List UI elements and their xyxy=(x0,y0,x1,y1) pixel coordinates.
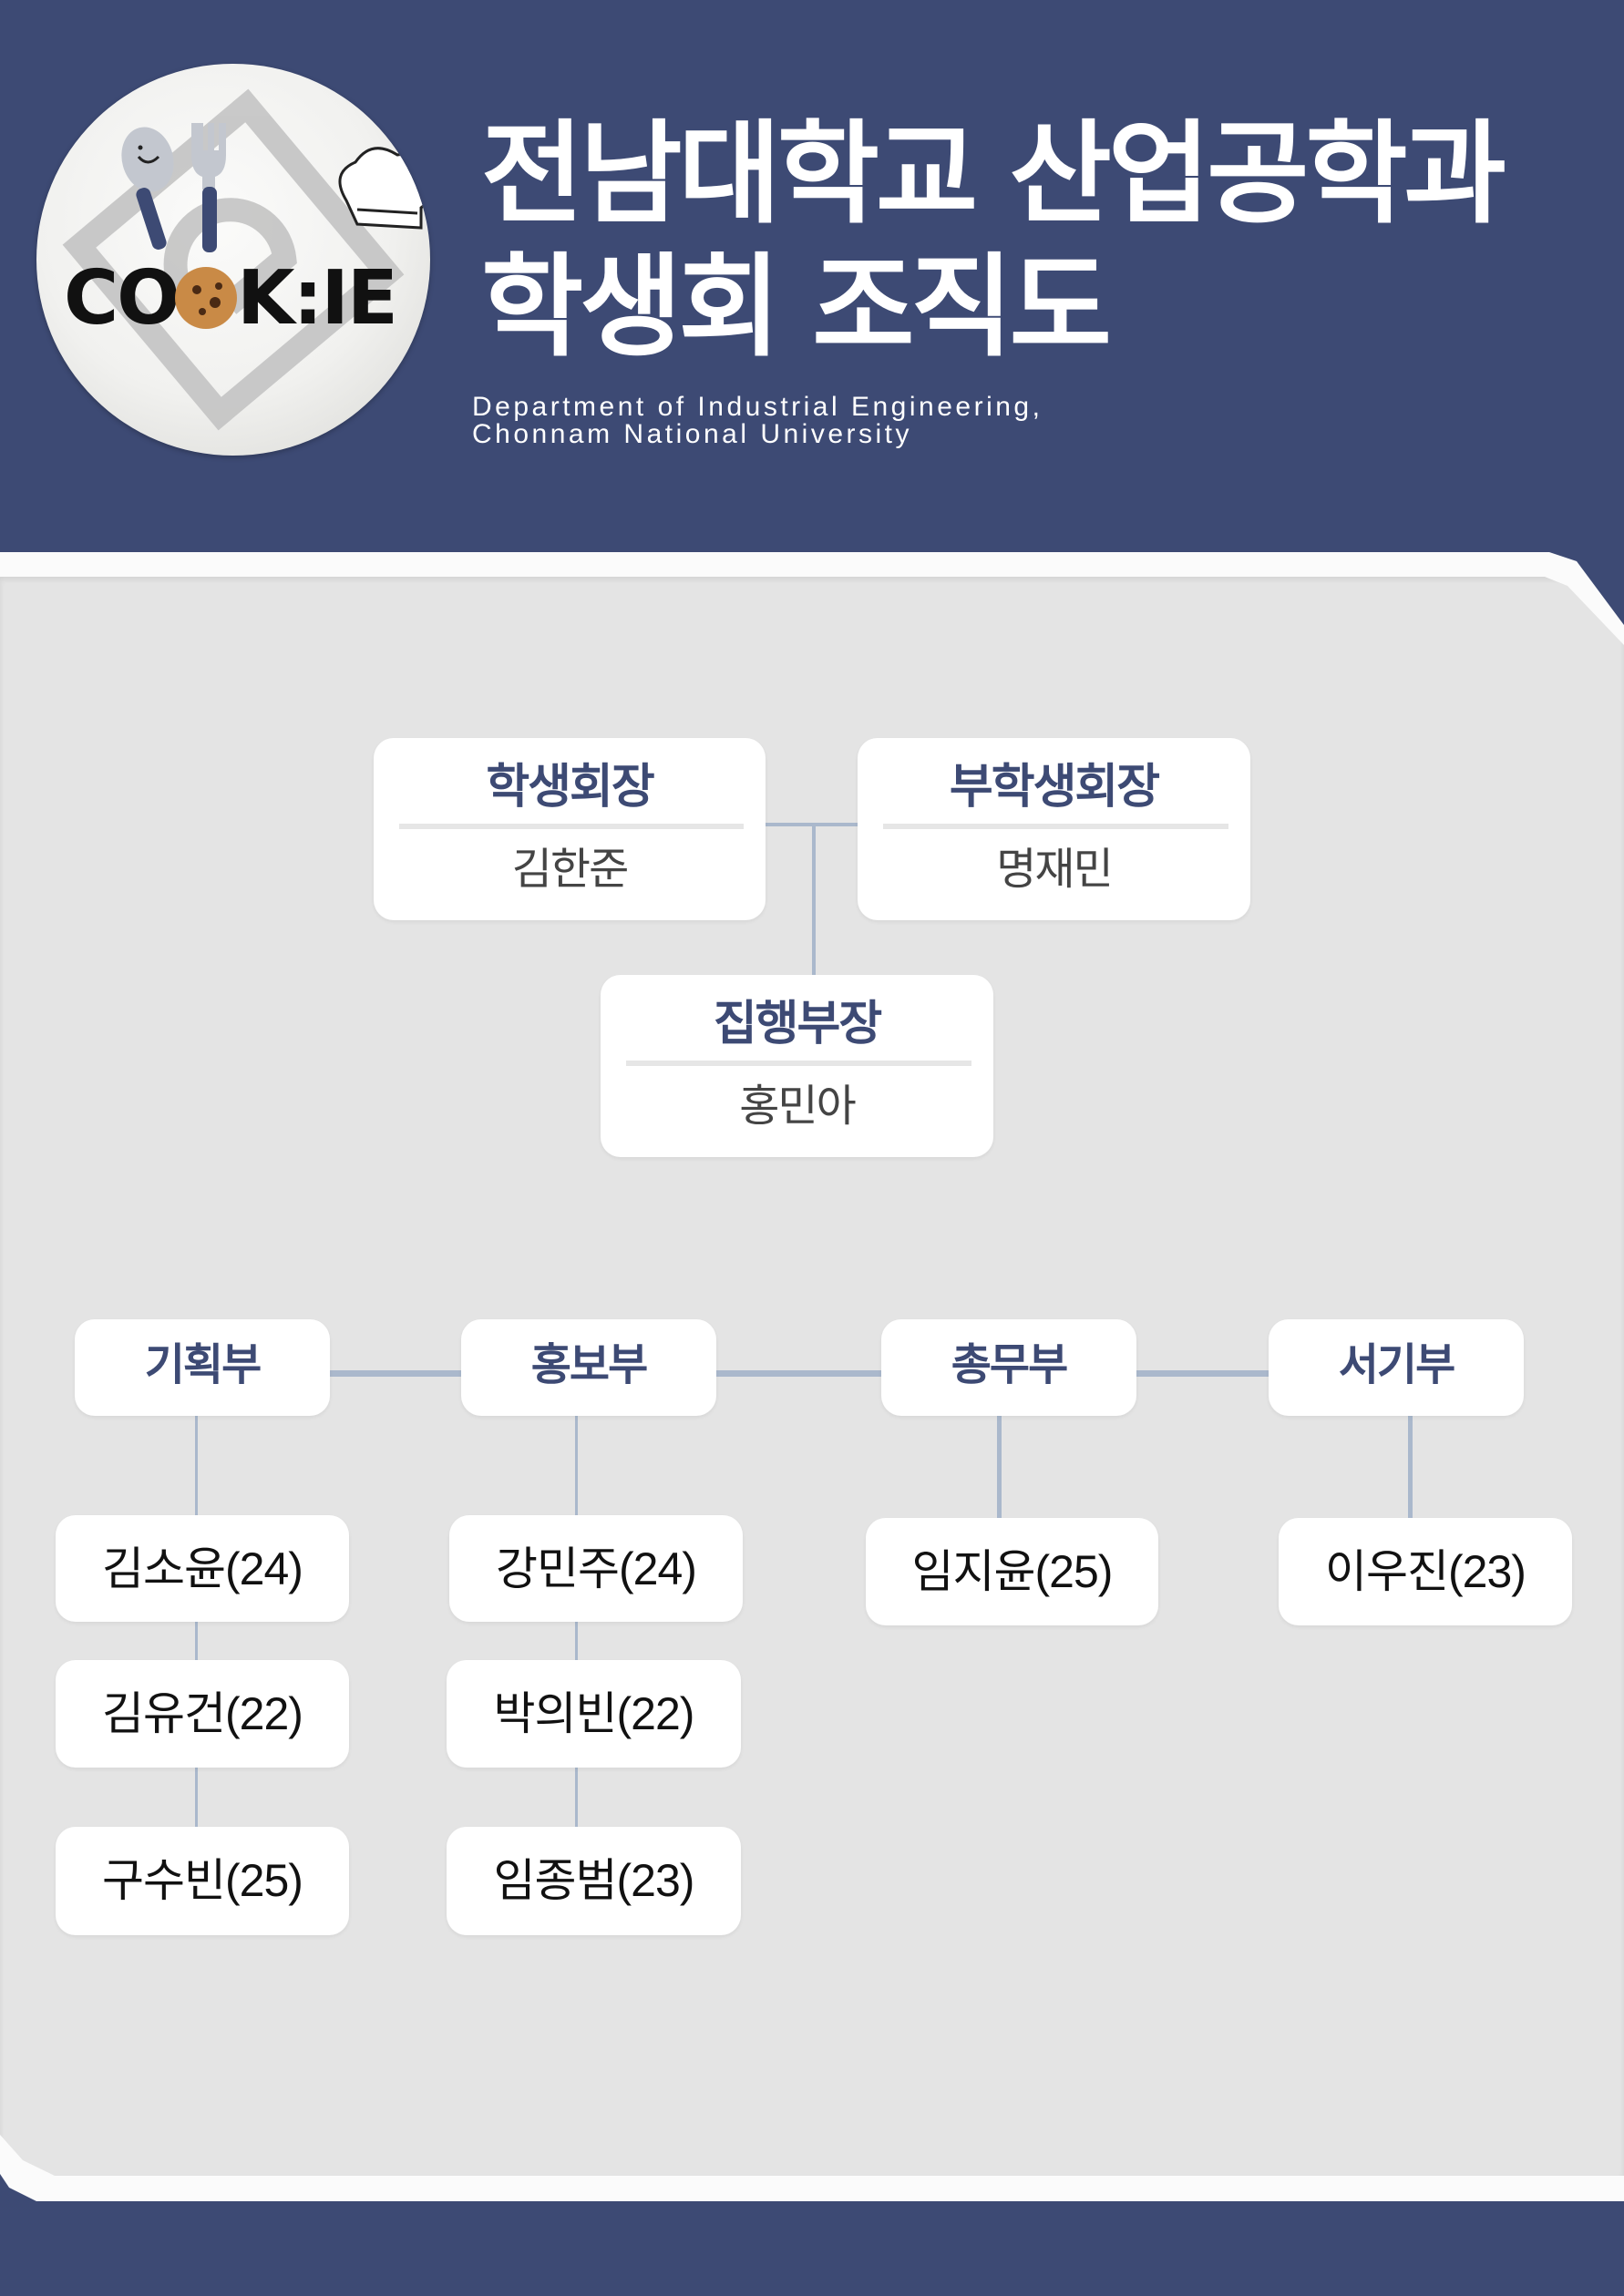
connector-dept-1-2 xyxy=(330,1370,461,1377)
connector-pr-m3 xyxy=(575,1768,578,1827)
member-box: 임지윤(25) xyxy=(866,1518,1158,1625)
page-title: 전남대학교 산업공학과 학생회 조직도 xyxy=(481,108,1506,374)
member-name: 박의빈(22) xyxy=(493,1688,695,1739)
dept-box-secretary: 서기부 xyxy=(1269,1319,1524,1416)
dept-name: 홍보부 xyxy=(530,1339,648,1390)
member-box: 임종범(23) xyxy=(447,1827,741,1935)
page-subtitle: Department of Industrial Engineering, Ch… xyxy=(472,394,1043,448)
role-divider xyxy=(399,824,744,829)
svg-text:CO: CO xyxy=(64,255,179,342)
role-divider xyxy=(883,824,1228,829)
member-name: 구수빈(25) xyxy=(102,1855,303,1906)
connector-general-m1 xyxy=(997,1416,1002,1518)
member-box: 이우진(23) xyxy=(1279,1518,1572,1625)
connector-planning-m3 xyxy=(195,1768,198,1827)
member-box: 구수빈(25) xyxy=(56,1827,349,1935)
connector-planning-m2 xyxy=(195,1622,198,1660)
dept-box-pr: 홍보부 xyxy=(461,1319,716,1416)
member-name: 김소윤(24) xyxy=(102,1543,303,1594)
role-person: 홍민아 xyxy=(739,1081,856,1132)
subtitle-line-2: Chonnam National University xyxy=(472,419,913,449)
dept-box-planning: 기획부 xyxy=(75,1319,330,1416)
member-name: 이우진(23) xyxy=(1325,1546,1526,1597)
connector-to-executive xyxy=(812,825,816,975)
role-box-executive-head: 집행부장 홍민아 xyxy=(601,975,993,1157)
role-title: 부학생회장 xyxy=(949,760,1160,815)
role-box-vice-president: 부학생회장 명재민 xyxy=(858,738,1250,920)
dept-name: 기획부 xyxy=(144,1339,262,1390)
header-banner: CO K:IE 전남대학교 산업공학과 학생회 조직도 Department o… xyxy=(0,0,1624,565)
title-line-1: 전남대학교 산업공학과 xyxy=(481,109,1506,239)
member-name: 임지윤(25) xyxy=(911,1546,1114,1597)
cookie-logo: CO K:IE xyxy=(36,64,430,456)
role-title: 집행부장 xyxy=(713,997,882,1051)
member-box: 박의빈(22) xyxy=(447,1660,741,1768)
dept-name: 서기부 xyxy=(1338,1339,1455,1390)
role-person: 명재민 xyxy=(996,844,1113,895)
cookie-plate-logo-icon: CO K:IE xyxy=(62,88,430,431)
member-name: 임종범(23) xyxy=(493,1855,695,1906)
connector-pr-m1 xyxy=(575,1416,578,1516)
role-box-president: 학생회장 김한준 xyxy=(374,738,766,920)
connector-pr-m2 xyxy=(575,1622,578,1660)
connector-secretary-m1 xyxy=(1408,1416,1413,1518)
member-box: 강민주(24) xyxy=(449,1515,743,1622)
title-line-2: 학생회 조직도 xyxy=(481,242,1112,372)
member-box: 김소윤(24) xyxy=(56,1515,349,1622)
role-person: 김한준 xyxy=(511,844,629,895)
connector-dept-3-4 xyxy=(1136,1370,1269,1377)
dept-name: 총무부 xyxy=(951,1339,1068,1390)
role-title: 학생회장 xyxy=(486,760,654,815)
member-box: 김유건(22) xyxy=(56,1660,349,1768)
connector-president-vp xyxy=(766,823,858,826)
member-name: 강민주(24) xyxy=(496,1543,697,1594)
role-divider xyxy=(626,1061,971,1066)
connector-planning-m1 xyxy=(195,1416,198,1516)
subtitle-line-1: Department of Industrial Engineering, xyxy=(472,392,1043,422)
member-name: 김유건(22) xyxy=(102,1688,303,1739)
dept-box-general-affairs: 총무부 xyxy=(881,1319,1136,1416)
connector-dept-2-3 xyxy=(716,1370,881,1377)
svg-text:K:IE: K:IE xyxy=(237,255,396,342)
